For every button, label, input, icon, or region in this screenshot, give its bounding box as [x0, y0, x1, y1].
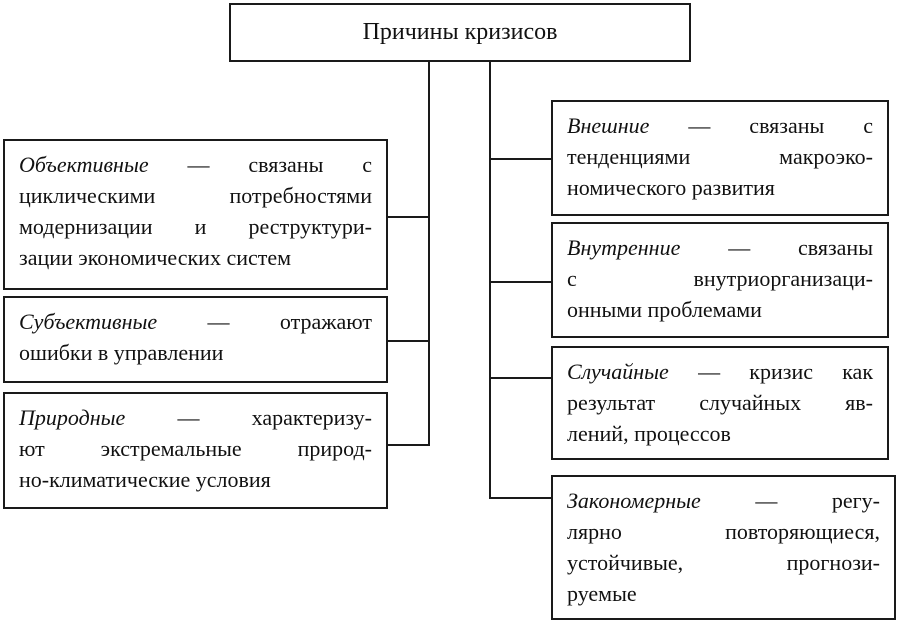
cause-text-line: — отражают: [207, 309, 372, 334]
cause-box-subjective: Субъективные — отражают ошибки в управле…: [3, 296, 388, 383]
cause-box-random: Случайные — кризис как результат случайн…: [551, 346, 889, 460]
left-trunk-line: [428, 62, 430, 446]
cause-text-line: зации экономических систем: [19, 245, 292, 270]
cause-text-line: но-климатические условия: [19, 467, 271, 492]
right-branch-4: [489, 497, 551, 499]
cause-text-line: — связаны с: [688, 113, 874, 138]
cause-term: Объективные: [19, 152, 149, 177]
right-branch-3: [489, 377, 551, 379]
cause-box-regular: Закономерные — регу- лярно повторяющиеся…: [551, 475, 896, 620]
cause-text-line: — кризис как: [698, 359, 874, 384]
cause-term: Субъективные: [19, 309, 158, 334]
cause-text-line: лений, процессов: [567, 421, 731, 446]
cause-text-line: онными проблемами: [567, 297, 762, 322]
cause-text-line: с внутриорганизаци-: [567, 266, 873, 291]
cause-term: Закономерные: [567, 488, 701, 513]
cause-text-line: тенденциями макроэко-: [567, 144, 873, 169]
cause-text-line: — регу-: [755, 488, 880, 513]
cause-term: Природные: [19, 405, 126, 430]
cause-term: Случайные: [567, 359, 669, 384]
left-branch-2: [388, 340, 430, 342]
cause-box-objective: Объективные — связаны с циклическими пот…: [3, 139, 388, 290]
diagram-title-box: Причины кризисов: [229, 3, 691, 62]
cause-box-external: Внешние — связаны с тенденциями макроэко…: [551, 100, 889, 216]
cause-box-internal: Внутренние — связаны с внутриорганизаци-…: [551, 222, 889, 338]
right-trunk-line: [489, 62, 491, 499]
cause-text-line: — характеризу-: [177, 405, 372, 430]
cause-text-line: ошибки в управлении: [19, 340, 224, 365]
diagram-title: Причины кризисов: [362, 19, 558, 45]
cause-box-natural: Природные — характеризу- ют экстремальны…: [3, 392, 388, 509]
cause-text-line: лярно повторяющиеся,: [567, 519, 880, 544]
left-branch-3: [388, 444, 430, 446]
cause-term: Внешние: [567, 113, 650, 138]
cause-text-line: циклическими потребностями: [19, 183, 372, 208]
cause-text-line: ют экстремальные природ-: [19, 436, 372, 461]
left-branch-1: [388, 216, 430, 218]
right-branch-1: [489, 158, 551, 160]
cause-text-line: руемые: [567, 581, 637, 606]
cause-text-line: устойчивые, прогнози-: [567, 550, 880, 575]
cause-text-line: результат случайных яв-: [567, 390, 873, 415]
cause-text-line: — связаны: [728, 235, 873, 260]
cause-term: Внутренние: [567, 235, 681, 260]
cause-text-line: модернизации и реструктури-: [19, 214, 372, 239]
right-branch-2: [489, 281, 551, 283]
cause-text-line: номического развития: [567, 175, 775, 200]
cause-text-line: — связаны с: [187, 152, 372, 177]
